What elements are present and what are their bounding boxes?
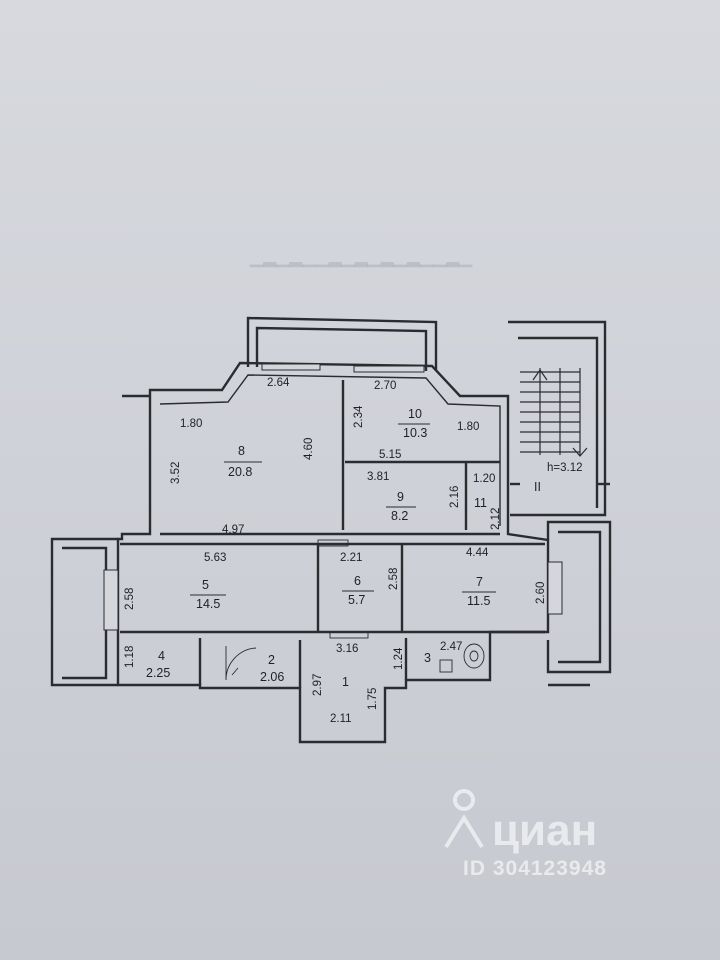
dim-label: 2.58 [124,588,136,610]
dim-label: 5.15 [379,449,401,461]
dim-label: 5.63 [204,552,226,564]
room-5-number: 5 [202,578,209,592]
room-7-area: 11.5 [467,594,490,608]
room-5-area: 14.5 [196,597,220,611]
bleed-through-text: ▁▂▁▂▁▁▂▁▂▁▂▁▂▁▁▂▁ [250,248,473,267]
dim-label: 2.34 [353,405,365,428]
room-8-area: 20.8 [228,465,252,479]
dim-label: 2.11 [330,713,352,725]
dim-label: 2.21 [340,552,362,564]
balcony-top [246,316,438,371]
stair-section-label: II [534,480,541,494]
balcony-right [546,520,612,674]
dim-label: 1.20 [473,473,495,485]
stair-steps [520,368,588,457]
window-room-7 [547,561,563,615]
dim-label: 4.97 [222,524,244,536]
outer-wall-inner-line [159,374,501,526]
dim-label: 2.97 [312,674,324,696]
dim-label: 1.24 [393,647,405,670]
dim-label: 3.81 [367,471,389,483]
room-9-number: 9 [397,490,404,504]
window-room-5 [103,569,119,631]
dim-label: 2.12 [490,508,502,530]
room-1-number: 1 [342,675,349,689]
room-6-area: 5.7 [348,593,365,607]
room-4-area: 2.25 [146,666,170,680]
passage-room-6-top [317,539,349,547]
interior-walls [120,380,545,688]
toilet-icon [463,643,485,669]
dim-label: 1.75 [367,688,379,710]
dim-label: 2.70 [374,380,396,392]
room-7-number: 7 [476,575,483,589]
room-11-number: 11 [474,496,487,510]
dim-label: 2.16 [449,486,461,508]
room-6-number: 6 [354,574,361,588]
dim-label: 4.60 [303,438,315,460]
dim-label: 2.64 [267,377,290,389]
watermark-id: ID 304123948 [463,857,607,880]
sink-icon [439,659,453,673]
window-room-10 [353,365,425,373]
dim-label: 4.44 [466,547,489,559]
dim-label: 2.58 [388,568,400,590]
room-2-number: 2 [268,653,275,667]
watermark-brand: циан [492,806,598,855]
door-room-2 [225,646,257,681]
room-4-number: 4 [158,649,165,663]
door-swing-marker [231,667,239,676]
room-10-area: 10.3 [403,426,427,440]
dim-label: 3.52 [170,462,182,484]
room-8-number: 8 [238,444,245,458]
stair-height-label: h=3.12 [547,462,583,474]
window-room-8 [261,363,321,371]
dim-label: 1.80 [457,421,479,433]
room-2-area: 2.06 [260,670,284,684]
dim-label: 1.18 [124,646,136,668]
stair-core [508,320,607,517]
passage-room-6 [329,631,369,639]
room-10-number: 10 [408,407,422,421]
cian-pin-icon [444,789,484,849]
room-9-area: 8.2 [391,509,408,523]
dim-label: 2.47 [440,641,462,653]
dim-label: 1.80 [180,418,202,430]
dim-label: 2.60 [535,582,547,604]
toilet-bowl-icon [469,650,479,662]
room-3-number: 3 [424,651,431,665]
dim-label: 3.16 [336,643,358,655]
